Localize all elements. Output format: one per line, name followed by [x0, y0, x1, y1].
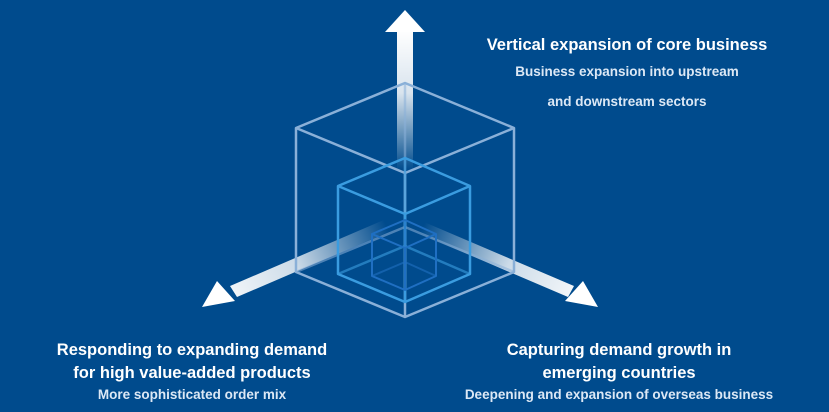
arrow-left — [202, 216, 400, 307]
vertical-axis-subtitle-line-1: Business expansion into upstream — [515, 64, 739, 79]
inner-cube — [371, 219, 437, 291]
right-axis-title-line-2: emerging countries — [542, 364, 696, 382]
vertical-axis-title: Vertical expansion of core business — [486, 36, 768, 54]
vertical-axis-label: Vertical expansion of core business Busi… — [436, 34, 818, 117]
left-axis-title-line-1: Responding to expanding demand — [56, 341, 328, 359]
left-axis-title-line-2: for high value-added products — [73, 364, 311, 382]
arrow-right — [404, 216, 598, 307]
left-axis-subtitle: More sophisticated order mix — [97, 387, 287, 402]
left-axis-label: Responding to expanding demand for high … — [10, 339, 374, 405]
right-axis-label: Capturing demand growth in emerging coun… — [410, 339, 828, 405]
vertical-axis-subtitle-line-2: and downstream sectors — [547, 94, 707, 109]
right-axis-title-line-1: Capturing demand growth in — [506, 341, 732, 359]
right-axis-subtitle: Deepening and expansion of overseas busi… — [464, 387, 774, 402]
